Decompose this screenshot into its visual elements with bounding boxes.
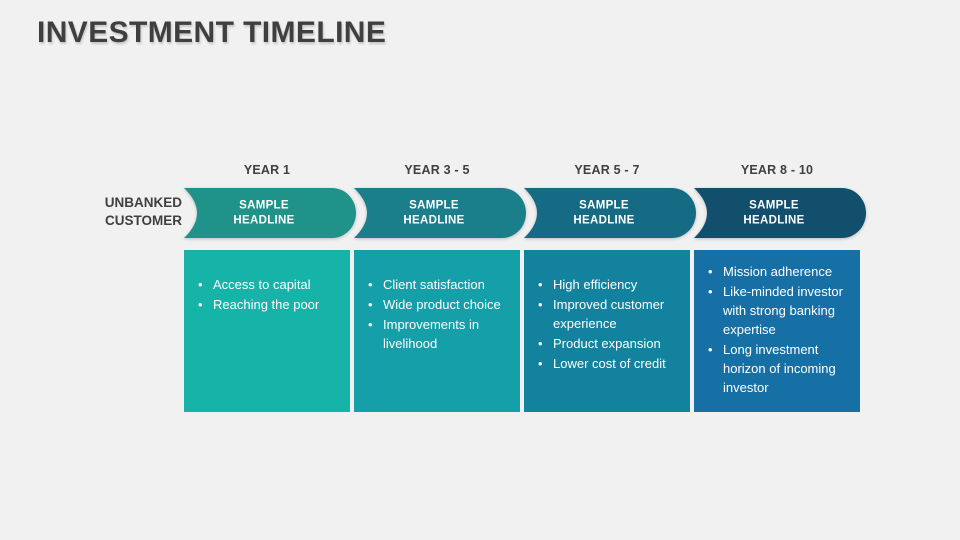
- headline-banner: SAMPLE HEADLINE: [354, 188, 526, 238]
- banner-headline: SAMPLE HEADLINE: [573, 199, 635, 227]
- arrow-ribbon-shape: [524, 188, 696, 238]
- detail-box: • Access to capital • Reaching the poor: [184, 250, 350, 412]
- bullet-item: • Wide product choice: [366, 295, 511, 314]
- bullet-text: Like-minded investor with strong banking…: [723, 284, 843, 337]
- year-label: YEAR 3 - 5: [404, 163, 470, 177]
- bullet-dot: •: [708, 284, 713, 299]
- bullet-text: High efficiency: [553, 277, 638, 292]
- headline-banner: SAMPLE HEADLINE: [524, 188, 696, 238]
- bullet-item: • Like-minded investor with strong bankin…: [706, 282, 851, 339]
- year-label: YEAR 8 - 10: [740, 163, 814, 177]
- timeline-column-2: YEAR 3 - 5 SAMPLE HEADLINE • Client satisfa…: [354, 160, 526, 416]
- year-label: YEAR 1: [243, 163, 291, 177]
- bullet-text: Improvements in livelihood: [383, 317, 480, 351]
- bullet-item: • Improved customer experience: [536, 295, 681, 333]
- bullet-dot: •: [538, 277, 543, 292]
- bullet-item: • Client satisfaction: [366, 275, 511, 294]
- bullet-item: • Long investment horizon of incoming inv…: [706, 340, 851, 397]
- bullet-text: Lower cost of credit: [553, 356, 666, 371]
- headline-banner: SAMPLE HEADLINE: [184, 188, 356, 238]
- unbanked-customer-line1: UNBANKED: [104, 195, 182, 210]
- bullet-item: • Product expansion: [536, 334, 681, 353]
- bullet-text: Long investment horizon of incoming inve…: [723, 342, 836, 395]
- bullet-item: • High efficiency: [536, 275, 681, 294]
- bullet-text: Client satisfaction: [383, 277, 485, 292]
- bullet-list: • Client satisfaction • Wide product choice…: [366, 275, 511, 353]
- timeline-column-3: YEAR 5 - 7 SAMPLE HEADLINE • High efficienc…: [524, 160, 696, 416]
- bullet-dot: •: [708, 264, 713, 279]
- bullet-dot: •: [198, 277, 203, 292]
- bullet-list: • Mission adherence • Like-minded investor …: [706, 262, 851, 397]
- banner-headline: SAMPLE HEADLINE: [743, 199, 805, 227]
- unbanked-customer-line2: CUSTOMER: [104, 213, 182, 228]
- unbanked-customer-label: UNBANKED CUSTOMER: [82, 194, 182, 230]
- bullet-dot: •: [368, 277, 373, 292]
- bullet-text: Mission adherence: [723, 264, 833, 279]
- bullet-dot: •: [538, 297, 543, 312]
- bullet-dot: •: [538, 356, 543, 371]
- bullet-dot: •: [708, 342, 713, 357]
- bullet-item: • Lower cost of credit: [536, 354, 681, 373]
- bullet-dot: •: [368, 297, 373, 312]
- bullet-text: Access to capital: [213, 277, 311, 292]
- arrow-ribbon-shape: [184, 188, 356, 238]
- bullet-dot: •: [538, 336, 543, 351]
- bullet-item: • Improvements in livelihood: [366, 315, 511, 353]
- page-title: INVESTMENT TIMELINE: [37, 16, 387, 49]
- banner-headline: SAMPLE HEADLINE: [233, 199, 295, 227]
- bullet-text: Reaching the poor: [213, 297, 320, 312]
- bullet-item: • Reaching the poor: [196, 295, 341, 314]
- detail-box: • High efficiency • Improved customer exper…: [524, 250, 690, 412]
- bullet-list: • High efficiency • Improved customer exper…: [536, 275, 681, 373]
- arrow-ribbon-shape: [694, 188, 866, 238]
- bullet-text: Improved customer experience: [553, 297, 665, 331]
- headline-banner: SAMPLE HEADLINE: [694, 188, 866, 238]
- detail-box: • Client satisfaction • Wide product choice…: [354, 250, 520, 412]
- bullet-item: • Access to capital: [196, 275, 341, 294]
- bullet-text: Product expansion: [553, 336, 661, 351]
- timeline-column-4: YEAR 8 - 10 SAMPLE HEADLINE • Mission adher…: [694, 160, 866, 416]
- bullet-item: • Mission adherence: [706, 262, 851, 281]
- bullet-dot: •: [198, 297, 203, 312]
- arrow-ribbon-shape: [354, 188, 526, 238]
- detail-box: • Mission adherence • Like-minded investor …: [694, 250, 860, 412]
- year-label: YEAR 5 - 7: [574, 163, 640, 177]
- bullet-text: Wide product choice: [383, 297, 501, 312]
- banner-headline: SAMPLE HEADLINE: [403, 199, 465, 227]
- bullet-dot: •: [368, 317, 373, 332]
- bullet-list: • Access to capital • Reaching the poor: [196, 275, 341, 314]
